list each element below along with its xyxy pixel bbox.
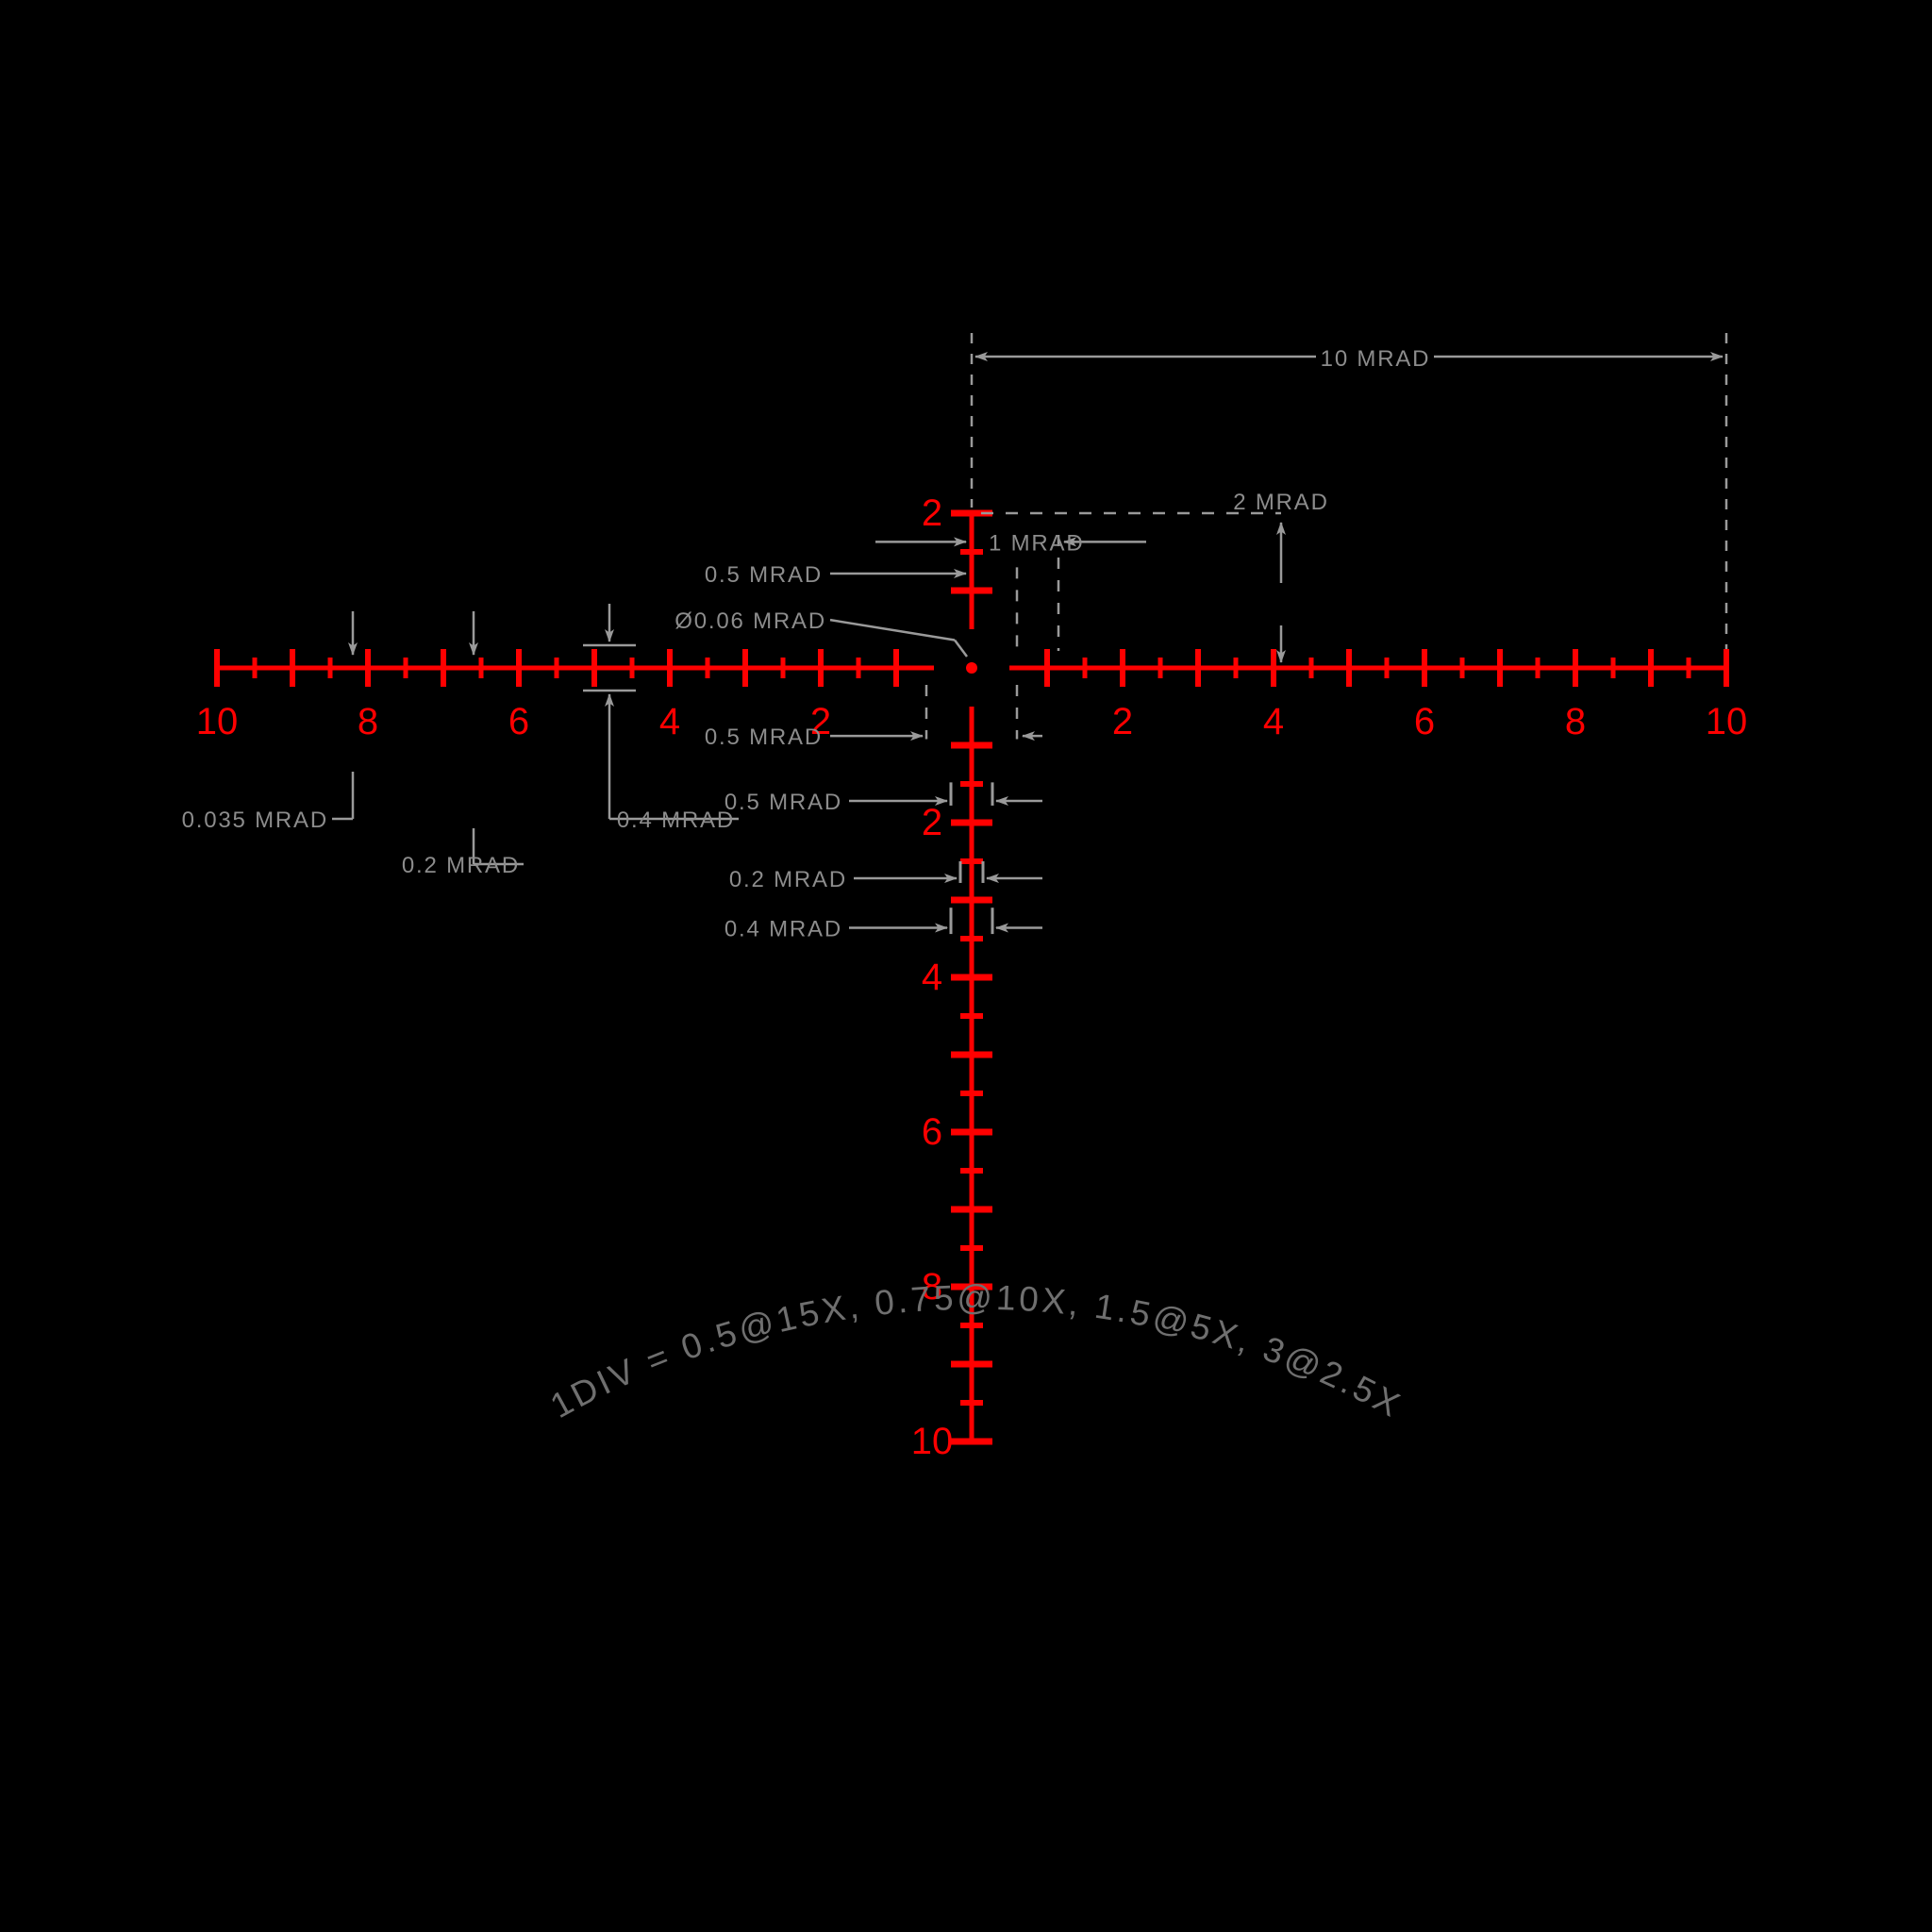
label-2-mrad: 2 MRAD (1233, 490, 1328, 515)
v-tick-label: 6 (922, 1111, 942, 1153)
label-10-mrad: 10 MRAD (1321, 346, 1431, 372)
v-tick-label: 4 (922, 957, 942, 998)
h-tick-label: 8 (1565, 701, 1586, 742)
h-tick-label: 6 (1414, 701, 1435, 742)
horizontal-scale (214, 649, 1729, 687)
label-0p5-mrad-v: 0.5 MRAD (724, 790, 842, 815)
v-tick-label: 8 (922, 1266, 942, 1307)
h-tick-label: 2 (810, 701, 831, 742)
label-1-mrad: 1 MRAD (989, 530, 1084, 556)
leader-dia-0p06-shoulder (829, 618, 956, 641)
h-tick-label: 4 (659, 701, 680, 742)
center-crosshair (966, 662, 977, 674)
label-0p4-mrad-h: 0.4 MRAD (617, 808, 735, 833)
h-tick-label: 6 (508, 701, 529, 742)
horizontal-tick-labels: 10 8 6 4 2 2 4 6 8 10 (196, 701, 1748, 742)
h-tick-label: 2 (1112, 701, 1133, 742)
dimension-annotations: 10 MRAD 2 MRAD 1 MRAD 0.5 MRAD Ø0.06 MRAD 0.0… (182, 333, 1728, 942)
v-tick-label: 2 (922, 492, 942, 534)
v-tick-label: 10 (911, 1421, 954, 1462)
label-0p5-mrad-upper: 0.5 MRAD (705, 562, 823, 588)
vertical-tick-labels: 2 2 4 6 8 10 (911, 492, 954, 1462)
label-0p5-mrad-lower: 0.5 MRAD (705, 724, 823, 750)
vertical-scale (951, 509, 992, 1445)
label-0p4-mrad-v: 0.4 MRAD (724, 917, 842, 942)
v-tick-label: 2 (922, 802, 942, 843)
label-0p2-mrad-v: 0.2 MRAD (729, 867, 847, 892)
label-0p035-mrad: 0.035 MRAD (182, 808, 328, 833)
h-tick-label: 4 (1263, 701, 1284, 742)
label-0p2-mrad-h: 0.2 MRAD (402, 853, 520, 878)
center-aiming-dot (966, 662, 977, 674)
h-tick-label: 10 (196, 701, 239, 742)
label-dia-0p06: Ø0.06 MRAD (675, 608, 826, 634)
leader-dia-0p06 (953, 639, 969, 658)
h-tick-label: 8 (358, 701, 378, 742)
h-tick-label: 10 (1706, 701, 1748, 742)
